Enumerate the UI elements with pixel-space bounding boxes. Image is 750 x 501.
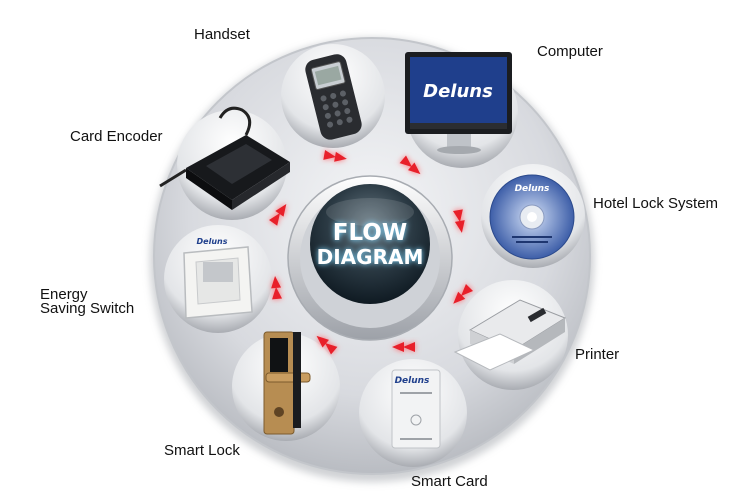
- hotel-lock-cd: Deluns: [489, 174, 575, 260]
- title-line2-glow: DIAGRAM: [317, 245, 424, 269]
- title-line1: FLOW: [333, 220, 407, 246]
- printer-device: [453, 299, 567, 371]
- label-hotel-lock-system: Hotel Lock System: [593, 195, 719, 212]
- title-line2: DIAGRAM: [317, 245, 424, 269]
- center-hub: [287, 175, 453, 341]
- arrow-handset-computer: [323, 149, 347, 162]
- switch-brand-logo: Deluns: [197, 237, 228, 246]
- title-line1-glow: FLOW: [333, 220, 407, 246]
- flow-arrows: [269, 149, 474, 355]
- cd-brand-logo: Deluns: [515, 184, 550, 194]
- card-brand-logo: Deluns: [395, 376, 430, 386]
- computer-device: Deluns: [405, 52, 512, 154]
- energy-switch-device: Deluns: [183, 237, 253, 319]
- arrow-encoder-handset: [269, 203, 287, 226]
- card-encoder-device: [159, 106, 290, 210]
- label-smart-card: Smart Card: [411, 473, 488, 490]
- label-card-encoder: Card Encoder: [70, 128, 163, 145]
- label-handset: Handset: [194, 26, 250, 43]
- computer-brand-logo: Deluns: [423, 81, 493, 102]
- handset-device: [305, 54, 362, 140]
- arrow-printer-card: [453, 283, 474, 304]
- arrow-computer-cd: [399, 155, 421, 175]
- label-smart-lock: Smart Lock: [164, 442, 240, 459]
- arrow-lock-switch: [316, 335, 338, 355]
- arrow-card-lock: [392, 342, 415, 352]
- label-printer: Printer: [575, 346, 620, 363]
- arrow-switch-encoder: [271, 276, 283, 300]
- label-energy-switch-line1: Energy: [40, 286, 88, 303]
- center-title: FLOW FLOW DIAGRAM DIAGRAM: [317, 220, 424, 269]
- label-computer: Computer: [537, 43, 603, 60]
- arrow-cd-printer: [452, 209, 465, 233]
- label-energy-switch-line2: Saving Switch: [40, 300, 135, 317]
- smart-card-device: Deluns: [391, 369, 441, 449]
- smart-lock-device: [263, 331, 311, 435]
